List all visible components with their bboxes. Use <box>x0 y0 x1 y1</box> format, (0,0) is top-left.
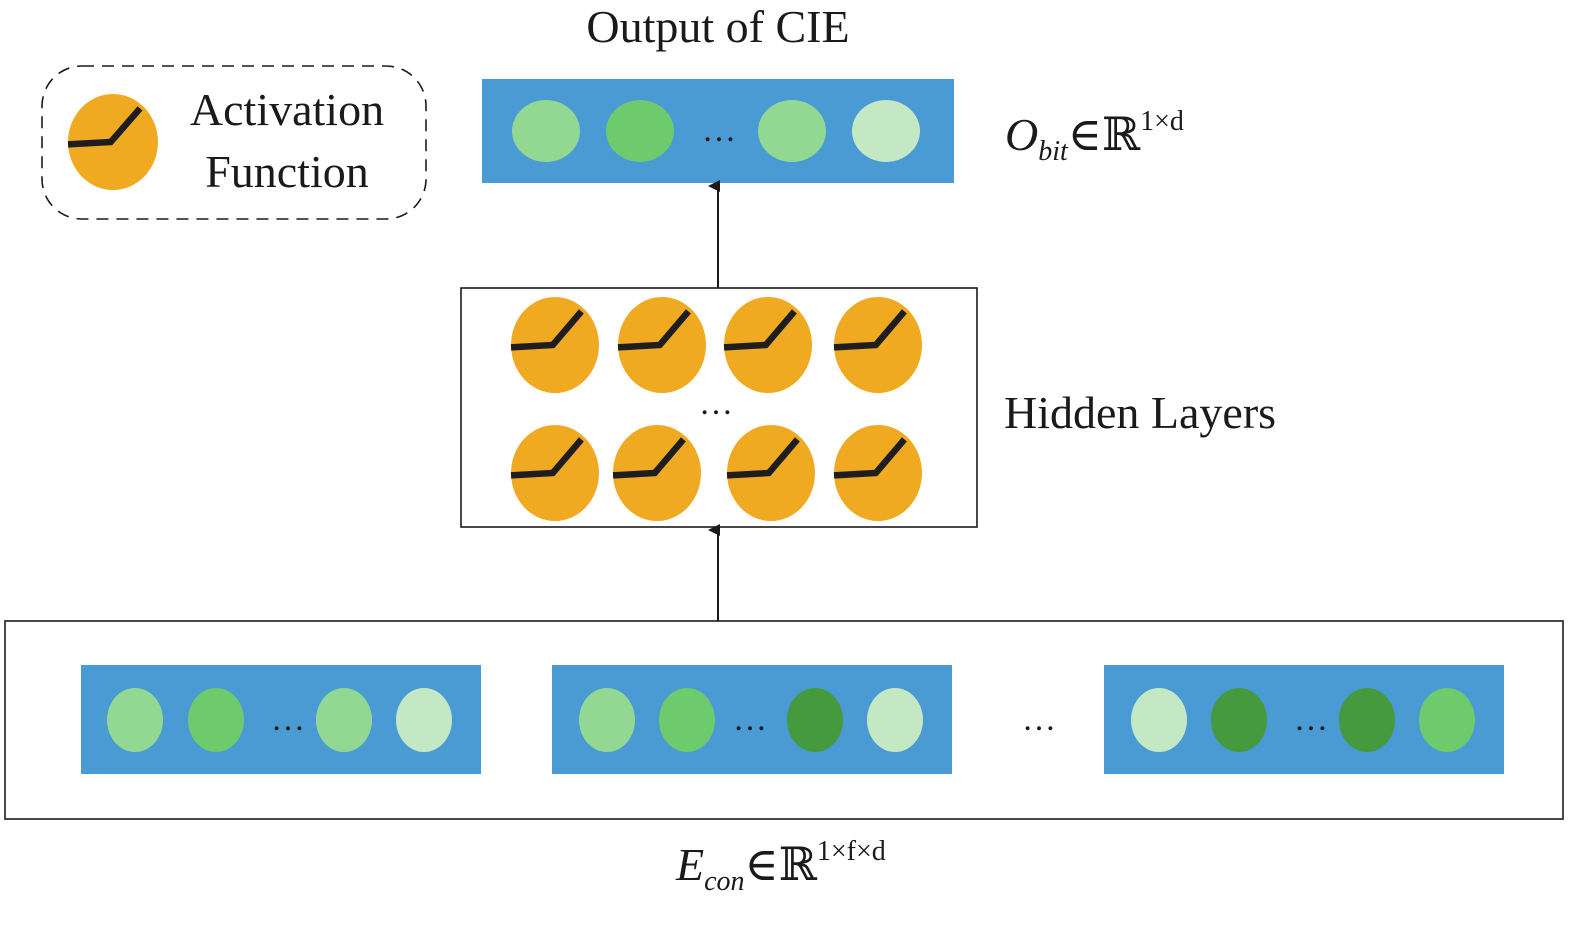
input-node <box>787 688 843 752</box>
input-label-subscript: con <box>704 866 744 897</box>
output-node <box>606 100 674 162</box>
hidden-unit-icon <box>510 425 599 521</box>
hidden-ellipsis: … <box>699 385 733 422</box>
output-label: Obit∈ℝ1×d <box>1005 106 1184 167</box>
input-node <box>1339 688 1395 752</box>
input-vectors-ellipsis: … <box>1022 701 1056 738</box>
legend-activation-icon <box>67 94 158 190</box>
input-embeddings: … … … … <box>4 620 1564 820</box>
output-label-subscript: bit <box>1038 136 1069 167</box>
legend-box <box>41 65 427 220</box>
input-node <box>659 688 715 752</box>
hidden-unit-icon <box>617 297 706 393</box>
input-vectors: … … … <box>81 665 1504 774</box>
hidden-unit-icon <box>833 425 922 521</box>
hidden-units <box>510 297 922 521</box>
input-vector: … <box>81 665 481 774</box>
hidden-layers-label: Hidden Layers <box>1004 387 1276 438</box>
hidden-layers: … <box>460 287 978 528</box>
input-ellipsis: … <box>1294 701 1328 738</box>
hidden-unit-icon <box>510 297 599 393</box>
input-label-member: ∈ℝ <box>745 839 818 890</box>
input-label-symbol: E <box>675 839 704 890</box>
input-ellipsis: … <box>271 701 305 738</box>
output-label-symbol: O <box>1005 109 1038 160</box>
input-node <box>188 688 244 752</box>
activation-legend: Activation Function <box>41 65 427 220</box>
input-vector: … <box>1104 665 1504 774</box>
input-label-superscript: 1×f×d <box>817 836 886 867</box>
hidden-unit-icon <box>726 425 815 521</box>
output-vector-nodes: … <box>512 100 920 162</box>
input-vector: … <box>552 665 952 774</box>
input-node <box>867 688 923 752</box>
input-ellipsis: … <box>733 701 767 738</box>
output-vector: … <box>482 79 954 183</box>
hidden-unit-icon <box>612 425 701 521</box>
input-node <box>316 688 372 752</box>
hidden-unit-icon <box>833 297 922 393</box>
input-node <box>1131 688 1187 752</box>
input-node <box>579 688 635 752</box>
legend-label-line2: Function <box>205 146 369 197</box>
output-node <box>512 100 580 162</box>
input-label: Econ∈ℝ1×f×d <box>675 836 886 897</box>
activation-function-icon <box>67 94 158 190</box>
input-node <box>396 688 452 752</box>
output-node <box>758 100 826 162</box>
output-node <box>852 100 920 162</box>
output-label-superscript: 1×d <box>1140 106 1184 137</box>
input-node <box>1211 688 1267 752</box>
hidden-unit-icon <box>723 297 812 393</box>
input-node <box>1419 688 1475 752</box>
legend-label-line1: Activation <box>190 84 384 135</box>
output-label-member: ∈ℝ <box>1068 109 1141 160</box>
output-ellipsis: … <box>702 112 736 149</box>
input-node <box>107 688 163 752</box>
diagram-title: Output of CIE <box>586 1 849 52</box>
